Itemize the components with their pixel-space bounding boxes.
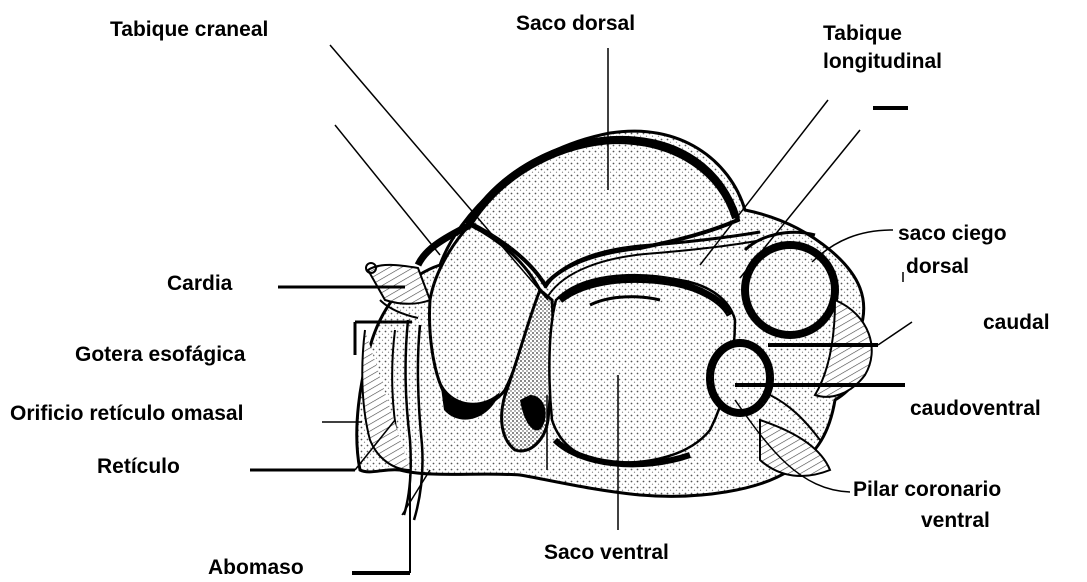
label-pilar-coronario-line1: Pilar coronario	[853, 478, 1001, 502]
label-saco-dorsal: Saco dorsal	[516, 12, 635, 36]
label-abomaso: Abomaso	[208, 556, 304, 580]
label-saco-ciego-dorsal-line2: dorsal	[906, 255, 969, 279]
label-tabique-longitudinal-line1: Tabique	[823, 22, 902, 46]
label-orificio-reticulo-omasal: Orificio retículo omasal	[10, 402, 243, 426]
label-caudal: caudal	[983, 311, 1050, 335]
label-reticulo: Retículo	[97, 455, 180, 479]
label-saco-ventral: Saco ventral	[544, 541, 669, 565]
label-saco-ciego-dorsal-line1: saco ciego	[898, 222, 1007, 246]
label-pilar-coronario-line2: ventral	[921, 509, 990, 533]
label-tabique-longitudinal-line2: longitudinal	[823, 50, 942, 74]
label-tabique-craneal: Tabique craneal	[110, 18, 268, 42]
label-caudoventral: caudoventral	[910, 397, 1041, 421]
label-cardia: Cardia	[167, 272, 232, 296]
label-gotera-esofagica: Gotera esofágica	[75, 343, 245, 367]
